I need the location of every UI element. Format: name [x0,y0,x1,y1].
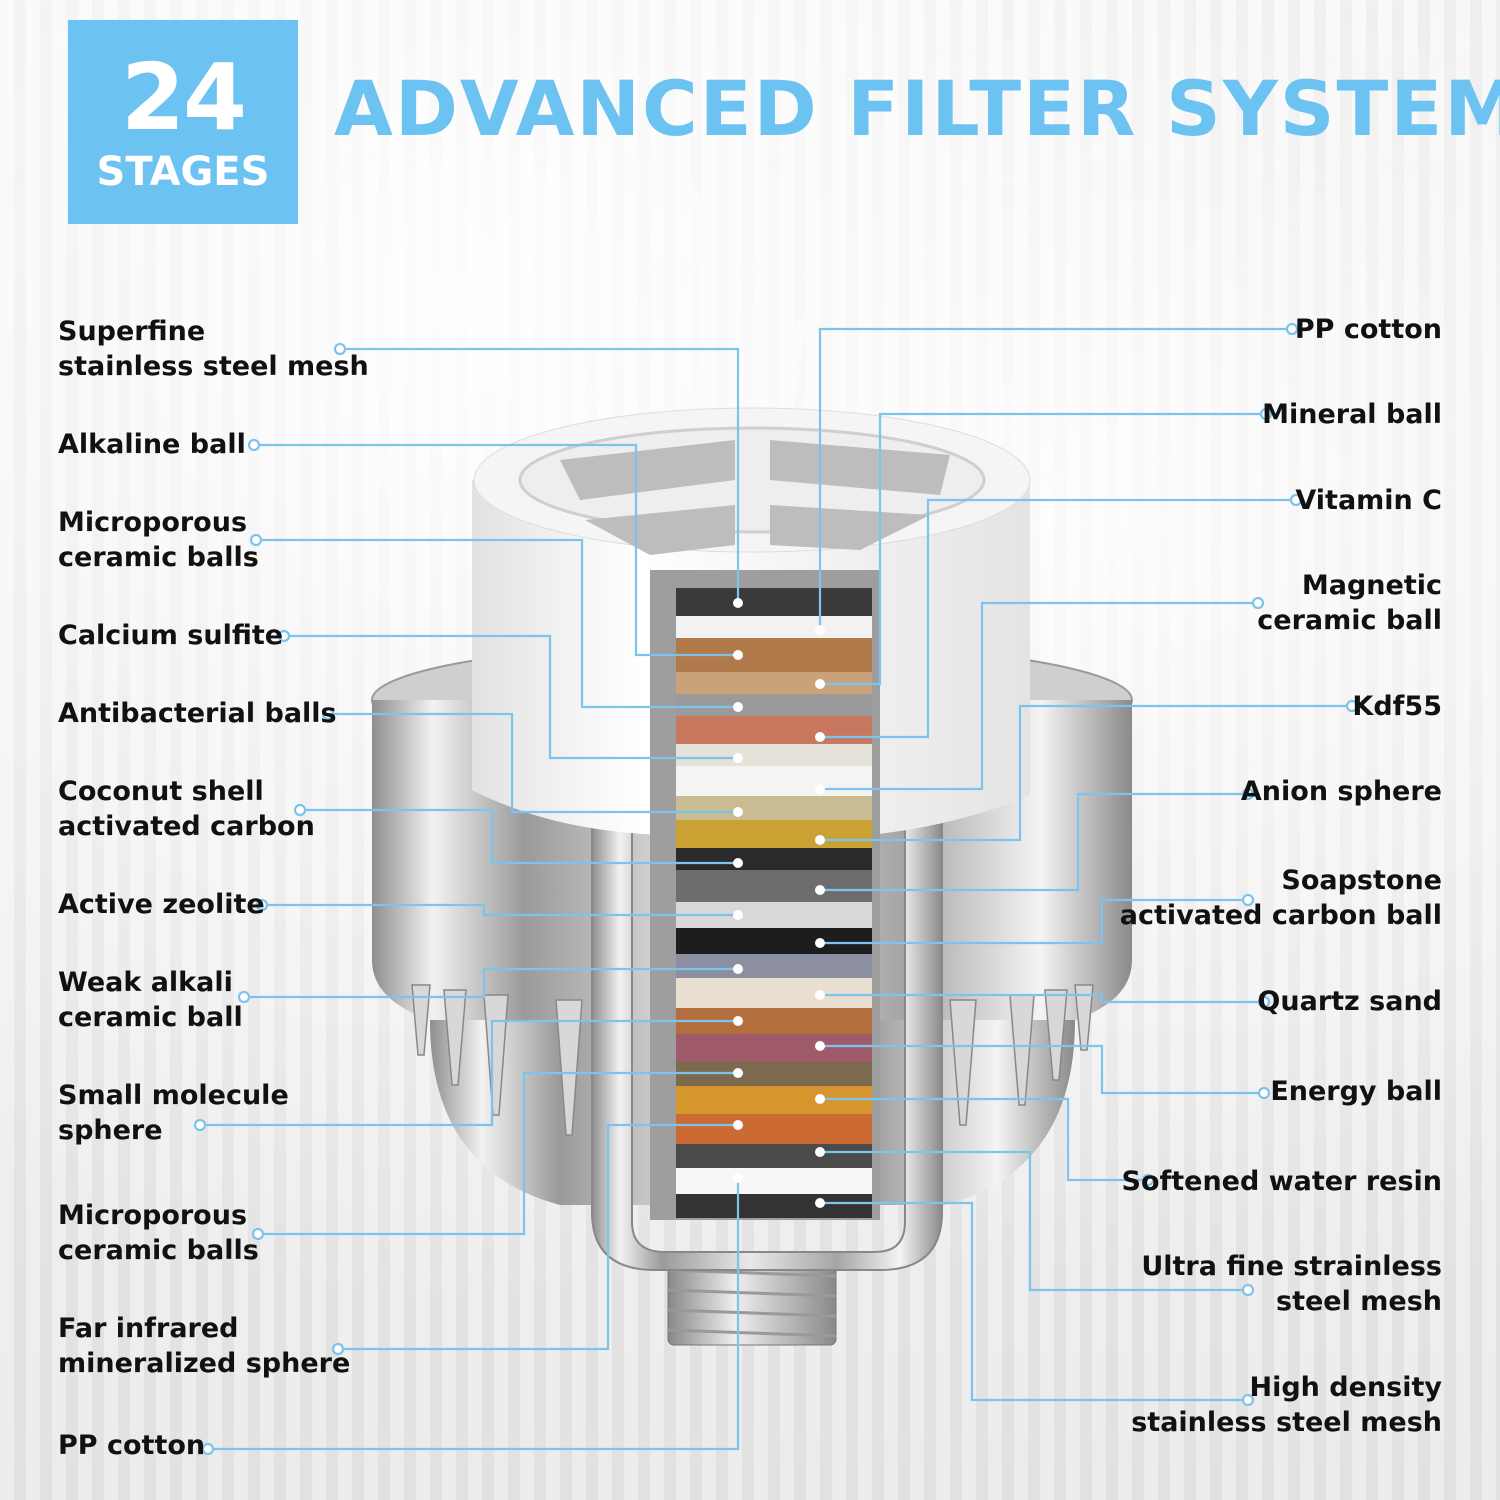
label-vitamin-c: Vitamin C [1295,485,1442,516]
stages-number: 24 [120,44,247,151]
filter-media-layers [676,588,872,1218]
layer-markers [733,598,825,1208]
leader-lines [200,327,1352,1451]
label-microporous-ceramic-balls-2: Microporous ceramic balls [58,1200,259,1266]
label-calcium-sulfite: Calcium sulfite [58,620,284,651]
label-small-molecule-sphere: Small molecule sphere [58,1080,289,1146]
label-microporous-ceramic-balls-1: Microporous ceramic balls [58,507,259,573]
leader-endpoints [193,322,1359,1456]
label-superfine-stainless-steel-mesh: Superfine stainless steel mesh [58,316,369,382]
label-energy-ball: Energy ball [1270,1076,1442,1107]
label-weak-alkali-ceramic-ball: Weak alkali ceramic ball [58,967,243,1033]
label-mineral-ball: Mineral ball [1262,399,1442,430]
label-soapstone-activated-carbon-ball: Soapstone activated carbon ball [1119,865,1442,931]
stages-label: STAGES [96,149,270,195]
label-pp-cotton-top: PP cotton [1294,314,1442,345]
label-kdf55: Kdf55 [1352,691,1442,722]
stages-badge: 24 STAGES [68,20,298,224]
label-coconut-shell-activated-carbon: Coconut shell activated carbon [58,776,315,842]
label-anion-sphere: Anion sphere [1240,776,1442,807]
label-pp-cotton-bottom: PP cotton [58,1430,206,1461]
label-quartz-sand: Quartz sand [1257,986,1442,1017]
page-title: ADVANCED FILTER SYSTEM [334,64,1500,153]
label-antibacterial-balls: Antibacterial balls [58,698,337,729]
label-alkaline-ball: Alkaline ball [58,429,246,460]
label-softened-water-resin: Softened water resin [1121,1166,1443,1197]
label-ultra-fine-strainless-steel-mesh: Ultra fine strainless steel mesh [1141,1251,1442,1317]
label-high-density-stainless-steel-mesh: High density stainless steel mesh [1131,1372,1442,1438]
label-far-infrared-mineralized-sphere: Far infrared mineralized sphere [58,1313,351,1379]
label-magnetic-ceramic-ball: Magnetic ceramic ball [1257,570,1442,636]
label-active-zeolite: Active zeolite [58,889,265,920]
